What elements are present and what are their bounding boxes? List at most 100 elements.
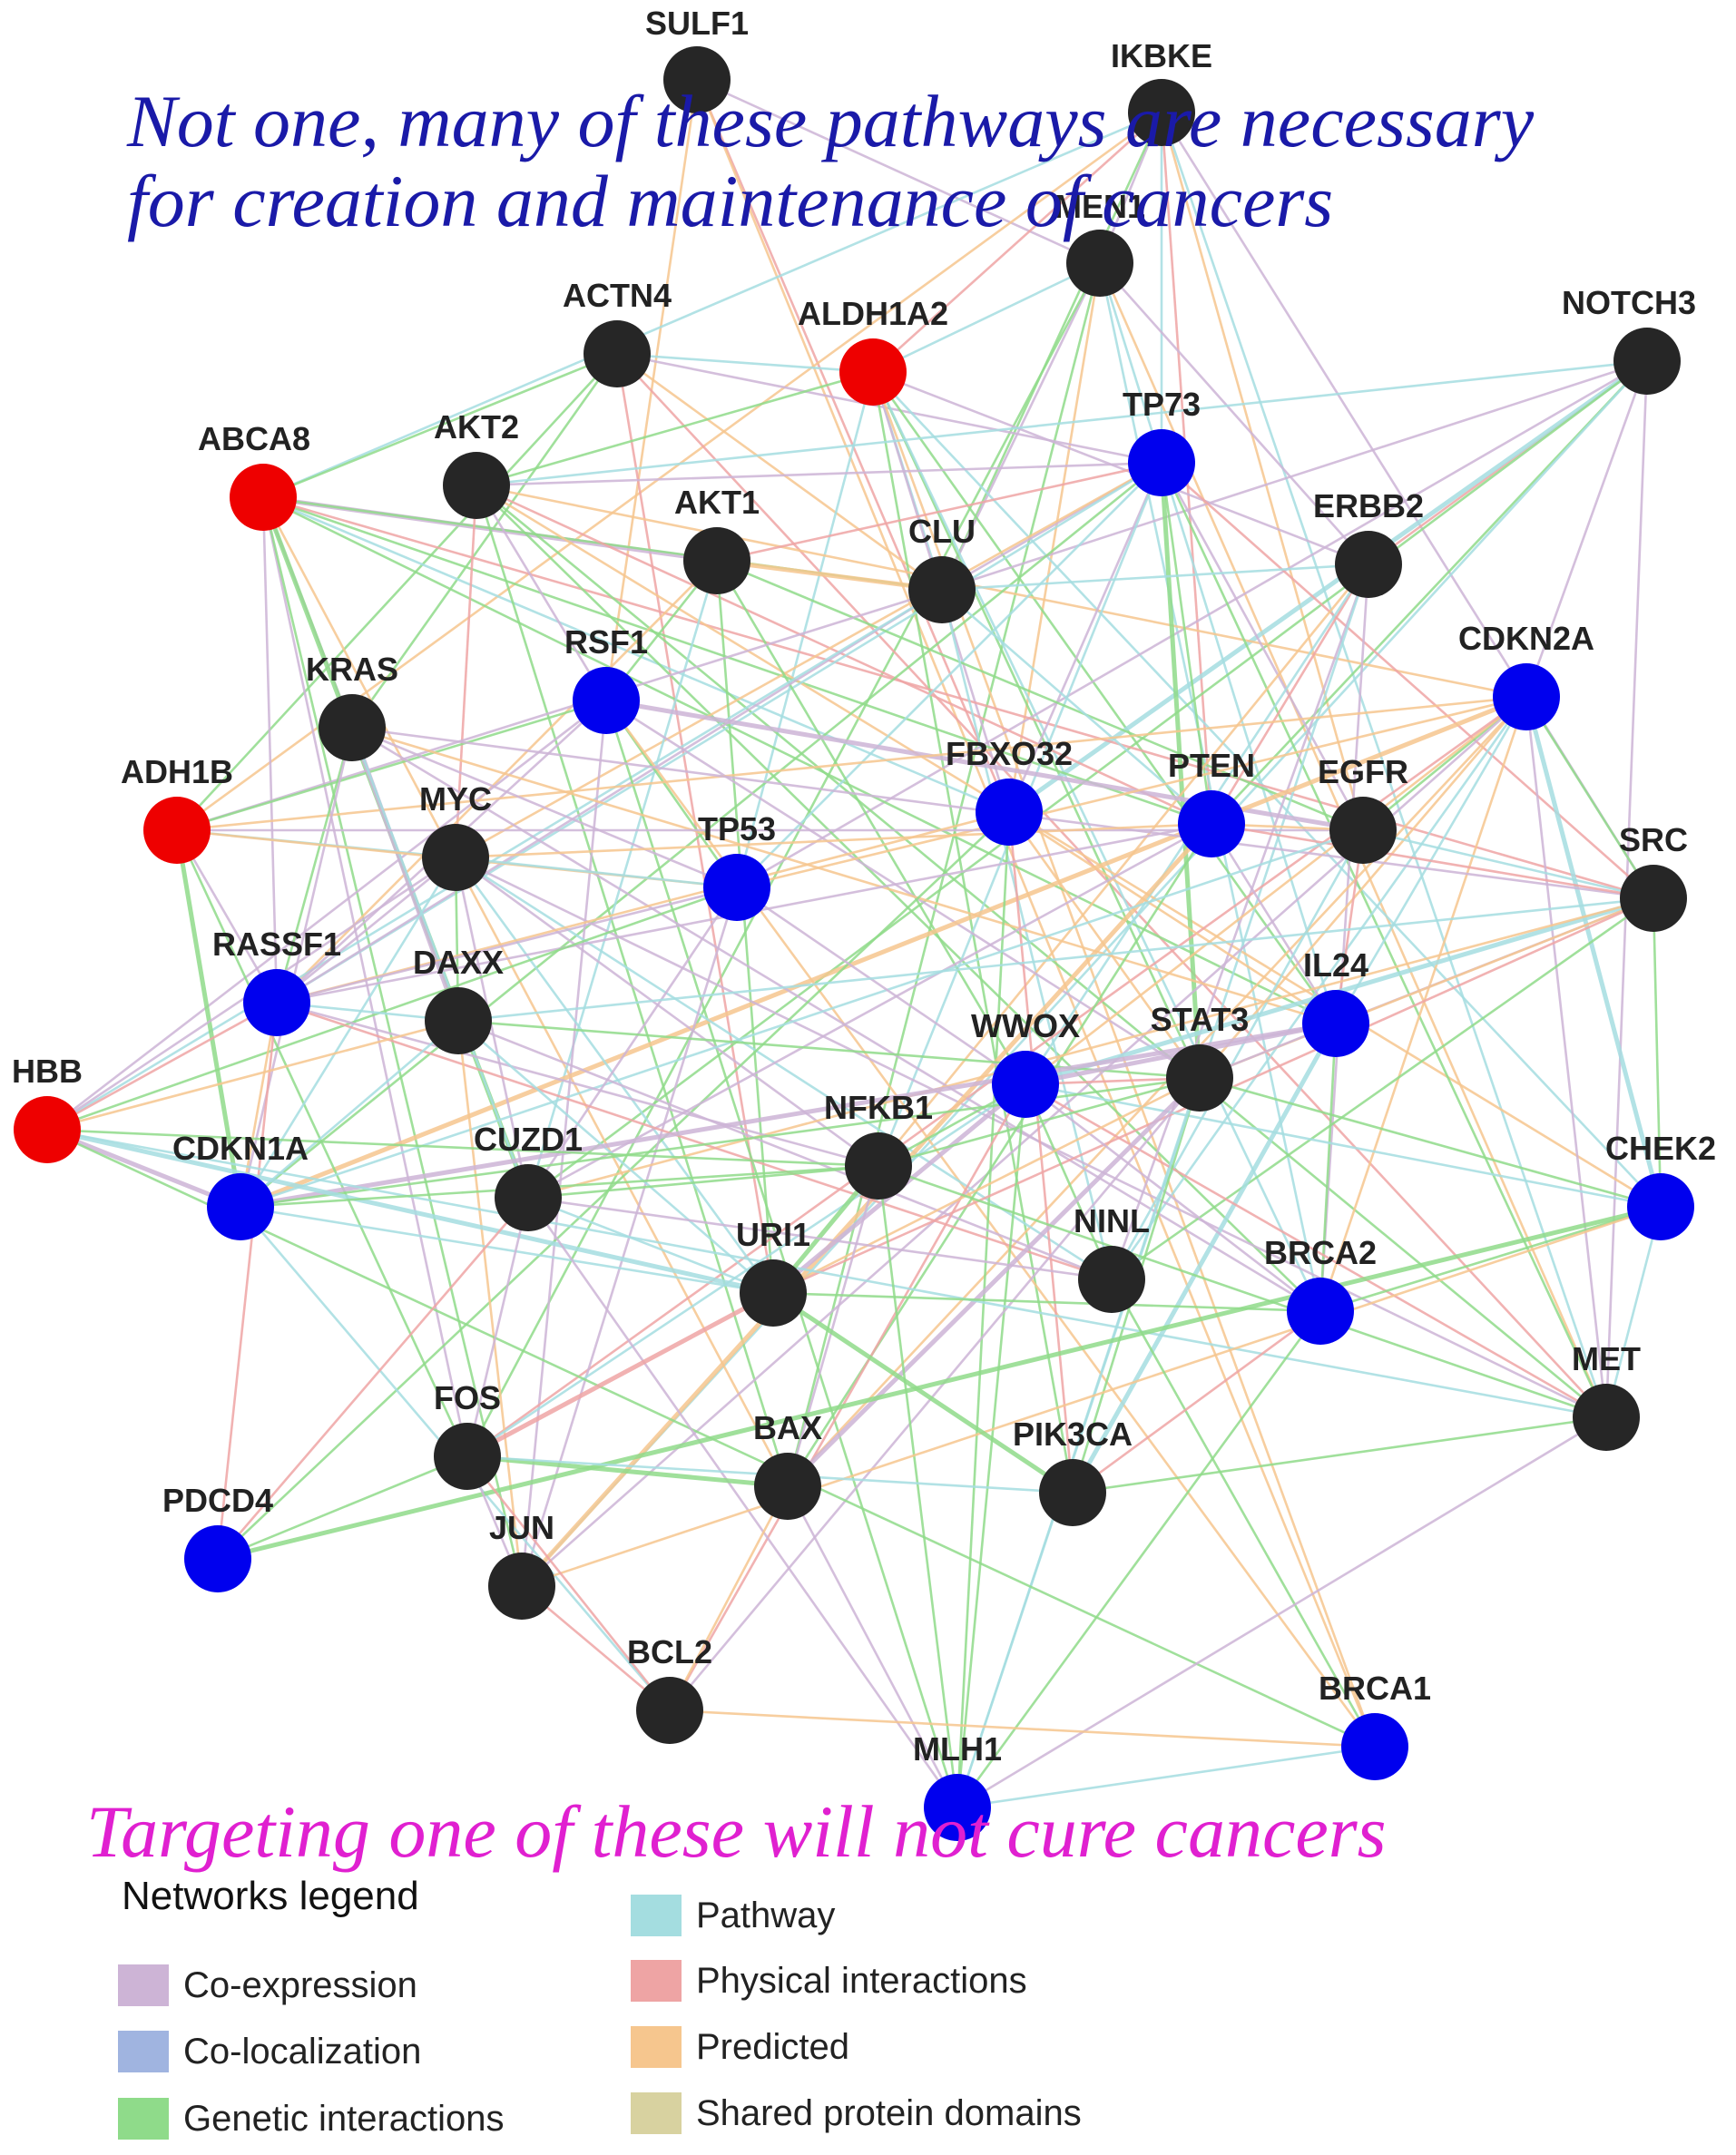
gene-node-akt1[interactable]: AKT1 [674, 484, 760, 594]
gene-node-circle[interactable] [636, 1677, 703, 1744]
gene-node-circle[interactable] [740, 1259, 807, 1327]
gene-node-circle[interactable] [422, 824, 489, 891]
gene-node-circle[interactable] [908, 556, 976, 623]
gene-node-notch3[interactable]: NOTCH3 [1562, 284, 1696, 395]
gene-node-brca1[interactable]: BRCA1 [1319, 1670, 1431, 1780]
gene-node-clu[interactable]: CLU [908, 513, 976, 623]
gene-node-circle[interactable] [1128, 79, 1195, 146]
gene-node-met[interactable]: MET [1572, 1340, 1641, 1451]
gene-node-circle[interactable] [443, 452, 510, 519]
gene-node-circle[interactable] [1078, 1246, 1145, 1313]
gene-node-circle[interactable] [992, 1051, 1059, 1118]
gene-node-circle[interactable] [845, 1132, 912, 1200]
gene-node-circle[interactable] [495, 1164, 562, 1231]
network-edge [46, 1001, 278, 1131]
gene-node-rassf1[interactable]: RASSF1 [212, 926, 341, 1036]
gene-node-circle[interactable] [1178, 790, 1245, 857]
gene-node-tp73[interactable]: TP73 [1123, 386, 1201, 496]
gene-node-abca8[interactable]: ABCA8 [198, 420, 310, 531]
gene-node-circle[interactable] [143, 797, 211, 864]
gene-node-adh1b[interactable]: ADH1B [121, 753, 233, 864]
gene-node-cuzd1[interactable]: CUZD1 [474, 1121, 583, 1231]
gene-node-fbxo32[interactable]: FBXO32 [946, 735, 1073, 846]
gene-node-circle[interactable] [976, 779, 1043, 846]
gene-node-erbb2[interactable]: ERBB2 [1313, 487, 1424, 598]
gene-node-circle[interactable] [319, 694, 386, 761]
gene-node-circle[interactable] [1573, 1384, 1640, 1451]
gene-node-circle[interactable] [703, 854, 770, 921]
gene-node-pdcd4[interactable]: PDCD4 [162, 1482, 273, 1592]
gene-node-tp53[interactable]: TP53 [698, 810, 776, 921]
network-edge [786, 1165, 880, 1487]
gene-node-daxx[interactable]: DAXX [413, 944, 504, 1054]
gene-node-circle[interactable] [488, 1553, 555, 1620]
gene-node-myc[interactable]: MYC [419, 780, 492, 891]
gene-node-label: BRCA2 [1264, 1234, 1377, 1271]
network-edge [217, 1455, 468, 1561]
network-edge [46, 699, 607, 1131]
gene-node-chek2[interactable]: CHEK2 [1605, 1130, 1716, 1240]
gene-node-il24[interactable]: IL24 [1302, 946, 1369, 1057]
gene-node-pik3ca[interactable]: PIK3CA [1013, 1415, 1133, 1526]
network-edge [1652, 897, 1662, 1208]
gene-node-circle[interactable] [1166, 1044, 1233, 1112]
gene-node-circle[interactable] [1329, 797, 1397, 864]
gene-node-circle[interactable] [683, 527, 750, 594]
gene-node-akt2[interactable]: AKT2 [434, 408, 519, 519]
network-edge [1525, 696, 1655, 899]
gene-node-circle[interactable] [573, 667, 640, 734]
gene-node-circle[interactable] [184, 1525, 251, 1592]
network-edge [786, 1485, 959, 1808]
gene-node-egfr[interactable]: EGFR [1318, 753, 1408, 864]
gene-node-cdkn1a[interactable]: CDKN1A [172, 1130, 309, 1240]
network-edge [526, 1197, 959, 1808]
gene-node-uri1[interactable]: URI1 [736, 1216, 810, 1327]
gene-node-jun[interactable]: JUN [488, 1509, 555, 1620]
gene-node-circle[interactable] [584, 320, 651, 387]
gene-node-rsf1[interactable]: RSF1 [564, 623, 648, 734]
gene-node-cdkn2a[interactable]: CDKN2A [1458, 620, 1594, 730]
gene-node-circle[interactable] [1627, 1173, 1694, 1240]
gene-node-aldh1a2[interactable]: ALDH1A2 [798, 295, 948, 406]
gene-node-kras[interactable]: KRAS [306, 651, 398, 761]
gene-node-circle[interactable] [1039, 1459, 1106, 1526]
gene-node-circle[interactable] [1493, 663, 1560, 730]
gene-node-bax[interactable]: BAX [753, 1409, 822, 1520]
gene-node-ikbke[interactable]: IKBKE [1111, 37, 1212, 146]
gene-node-circle[interactable] [243, 969, 310, 1036]
gene-node-circle[interactable] [1341, 1713, 1408, 1780]
gene-node-circle[interactable] [1302, 990, 1369, 1057]
gene-node-circle[interactable] [663, 46, 731, 113]
gene-node-nfkb1[interactable]: NFKB1 [824, 1089, 933, 1200]
gene-node-circle[interactable] [1613, 328, 1681, 395]
gene-node-circle[interactable] [425, 987, 492, 1054]
gene-node-mlh1[interactable]: MLH1 [913, 1730, 1002, 1841]
gene-node-circle[interactable] [1066, 230, 1133, 297]
gene-node-circle[interactable] [1620, 865, 1687, 932]
gene-node-actn4[interactable]: ACTN4 [563, 277, 672, 387]
gene-node-ninl[interactable]: NINL [1074, 1202, 1150, 1313]
gene-node-src[interactable]: SRC [1619, 821, 1688, 932]
gene-node-men1[interactable]: MEN1 [1054, 188, 1145, 297]
gene-node-bcl2[interactable]: BCL2 [627, 1633, 712, 1744]
gene-node-hbb[interactable]: HBB [12, 1053, 83, 1163]
gene-node-circle[interactable] [1287, 1278, 1354, 1345]
gene-node-circle[interactable] [230, 464, 297, 531]
gene-node-pten[interactable]: PTEN [1168, 747, 1255, 857]
gene-node-stat3[interactable]: STAT3 [1151, 1001, 1250, 1112]
gene-node-brca2[interactable]: BRCA2 [1264, 1234, 1377, 1345]
network-edge [217, 1204, 1662, 1562]
gene-node-wwox[interactable]: WWOX [971, 1007, 1080, 1118]
network-edge [475, 485, 608, 701]
gene-node-circle[interactable] [1128, 429, 1195, 496]
gene-node-circle[interactable] [839, 338, 907, 406]
gene-node-fos[interactable]: FOS [434, 1379, 501, 1490]
gene-node-circle[interactable] [434, 1423, 501, 1490]
gene-node-circle[interactable] [1335, 531, 1402, 598]
gene-node-circle[interactable] [14, 1096, 81, 1163]
gene-node-circle[interactable] [924, 1774, 991, 1841]
gene-node-circle[interactable] [754, 1453, 821, 1520]
legend-swatch [118, 1964, 169, 2006]
gene-node-circle[interactable] [207, 1173, 274, 1240]
gene-node-sulf1[interactable]: SULF1 [645, 5, 749, 113]
